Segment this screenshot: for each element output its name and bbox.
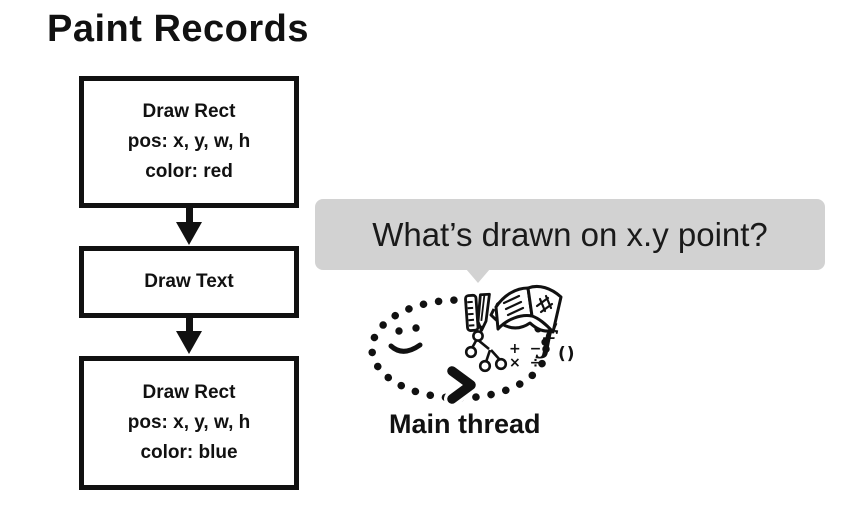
speech-bubble-tail [466, 269, 490, 283]
function-parens-icon: () [558, 344, 576, 364]
box-line: Draw Rect [142, 101, 236, 122]
book-icon [489, 284, 563, 334]
box-line: pos: x, y, w, h [127, 412, 251, 433]
dom-tree-icon [464, 330, 508, 373]
math-times-divide-icon: × ÷ [509, 355, 543, 371]
speech-bubble-text: What’s drawn on x.y point? [372, 215, 768, 253]
main-thread-label: Main thread [389, 409, 541, 439]
box-line: color: red [145, 161, 233, 182]
box-line: Draw Rect [142, 382, 236, 403]
pencil-icon [476, 292, 491, 332]
math-plus-minus-icon: + − [509, 341, 543, 357]
box-line: color: blue [140, 442, 238, 463]
paint-record-box-rect-blue: Draw Rect pos: x, y, w, h color: blue [79, 356, 299, 490]
box-line: Draw Text [144, 271, 234, 292]
arrow-down-icon [176, 331, 202, 354]
main-thread-doodle: + − × ÷ ƒ () [368, 284, 576, 407]
paint-record-box-rect-red: Draw Rect pos: x, y, w, h color: red [79, 76, 299, 208]
chevron-right-icon [444, 363, 479, 407]
page-title: Paint Records [47, 8, 310, 50]
paint-record-box-text: Draw Text [79, 246, 299, 318]
smiley-face-icon [388, 324, 423, 354]
flow-arrow-stem [186, 318, 193, 332]
flow-arrow-stem [186, 208, 193, 223]
box-line: pos: x, y, w, h [127, 131, 251, 152]
speech-bubble: What’s drawn on x.y point? [315, 199, 825, 270]
arrow-down-icon [176, 222, 202, 245]
ruler-icon [464, 293, 480, 332]
